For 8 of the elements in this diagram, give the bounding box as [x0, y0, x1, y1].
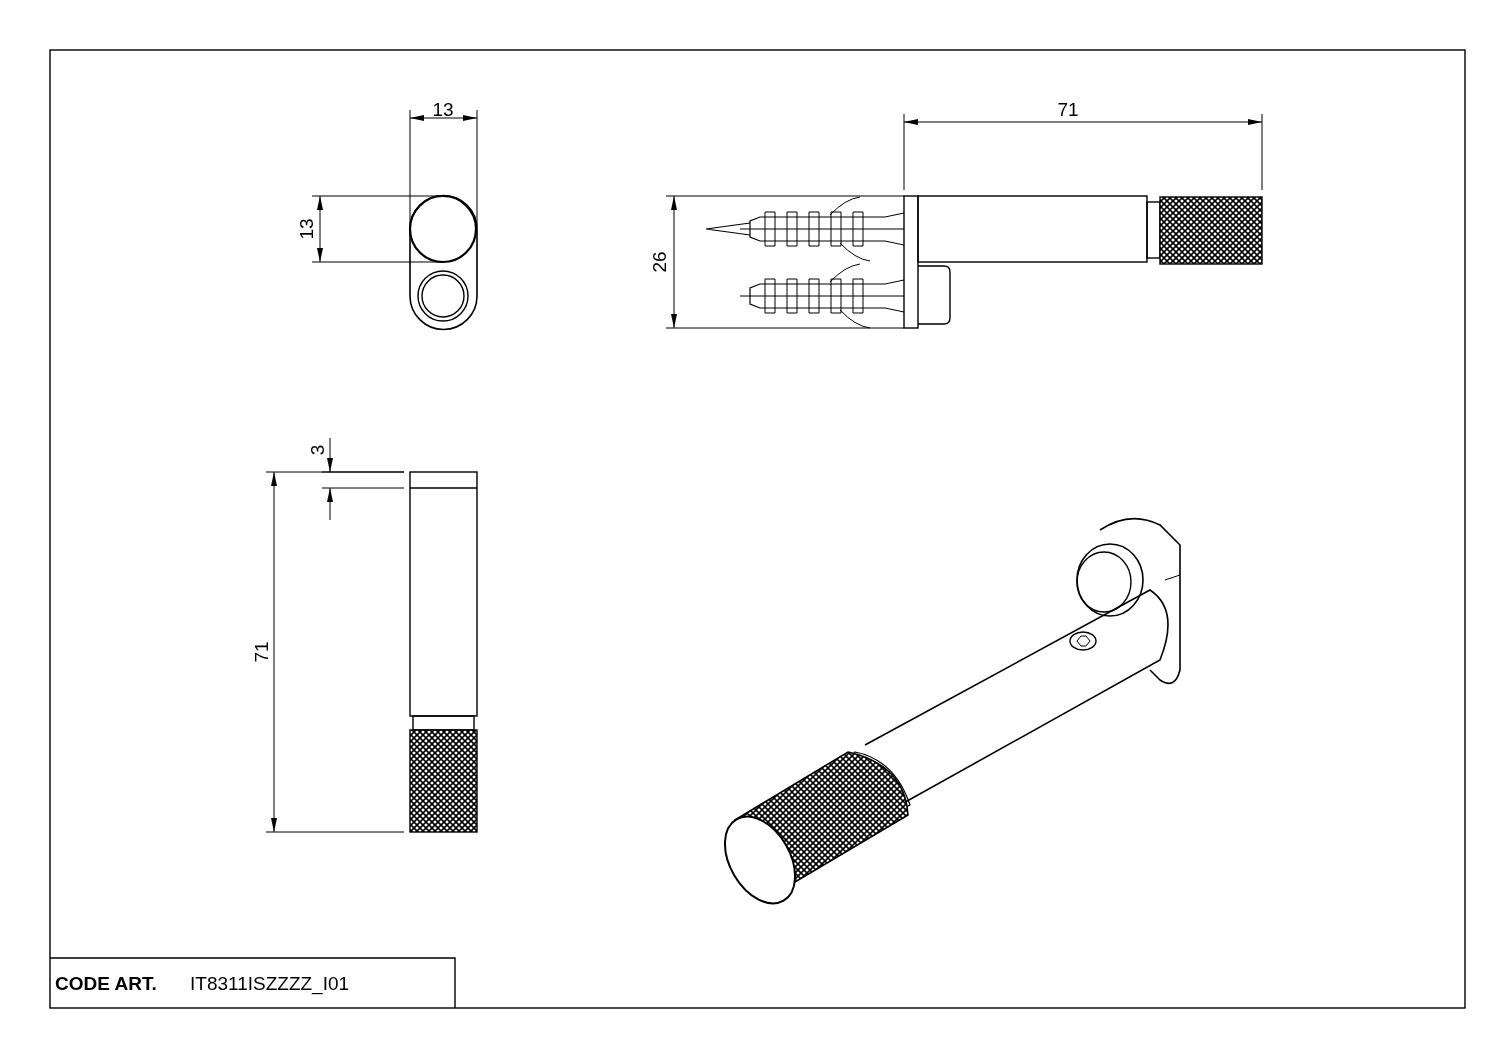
dimension-label: 71	[1057, 100, 1079, 120]
dimension-label: 26	[650, 251, 670, 273]
article-code: IT8311ISZZZZ_I01	[190, 974, 350, 994]
dimension-label: 13	[432, 100, 454, 120]
dimension-label: 71	[252, 641, 272, 663]
dimension-label: 3	[308, 444, 328, 456]
code-heading: CODE ART.	[55, 974, 157, 994]
dimension-label: 13	[297, 218, 317, 240]
